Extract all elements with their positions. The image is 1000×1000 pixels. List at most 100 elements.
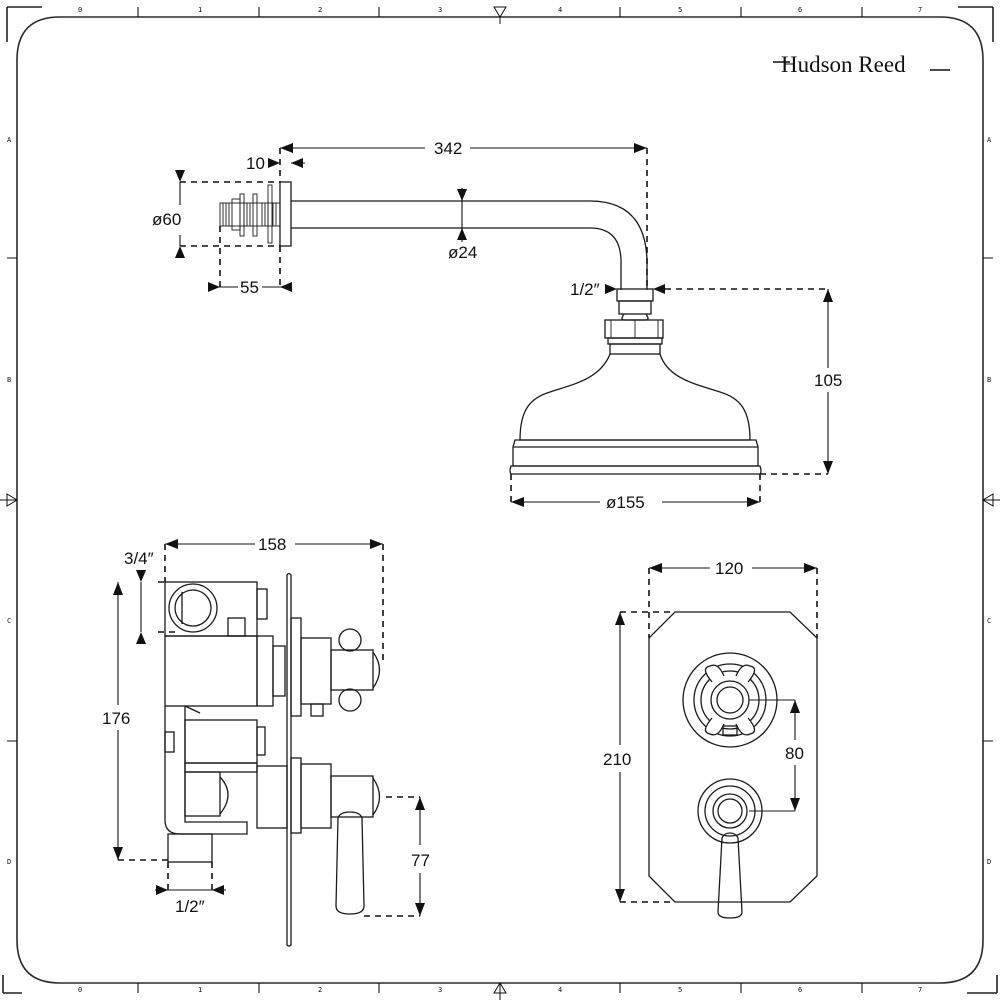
logo-text: Hudson Reed [781,52,906,77]
hex-nut-faces [610,320,659,338]
upper-handle-sleeve [300,637,332,705]
nut-base [607,337,663,345]
row-labels-right: A B C D [987,136,992,866]
col-label: 7 [918,6,922,14]
lever-front [717,832,743,919]
plate-boss-upper [290,617,302,717]
dim-valve-depth: 158 [258,535,286,554]
inlet-collar [618,300,652,315]
cross-handle-indicator [722,725,738,736]
cross-handle-knob [338,628,362,652]
cross-handle-knob [338,688,362,712]
inlet-nipple [616,288,654,302]
dim-head-diameter: ø155 [606,493,645,512]
cross-handle-hub-inner [716,686,744,714]
backplate [267,184,273,244]
dimension-lines [113,143,833,917]
col-label: 2 [318,6,322,14]
center-mark-left [0,493,18,507]
lever-handle [335,811,365,915]
col-label: 2 [318,986,322,994]
lower-tab [164,731,175,753]
face-plate [509,465,762,475]
lower-divider [184,762,258,773]
dim-flange-diameter: ø60 [152,210,181,229]
head-ring [512,439,759,467]
body-spindle [272,645,286,697]
dim-wall-depth: 55 [240,278,259,297]
lower-block [184,719,258,764]
column-labels-top: 0 1 2 3 4 5 6 7 [78,6,922,14]
hudson-reed-logo: Hudson Reed [773,52,950,77]
dim-arm-length: 342 [434,139,462,158]
lower-plug [256,726,266,756]
column-labels-bottom: 0 1 2 3 4 5 6 7 [78,986,922,994]
dome [519,353,751,441]
dim-head-height: 105 [814,371,842,390]
row-label: D [987,858,991,866]
dim-head-inlet: 1/2″ [570,280,600,299]
upper-plug [256,588,268,620]
upper-handle-pin [310,703,324,717]
dim-plate-height: 210 [603,750,631,769]
arm-outer [291,200,648,290]
col-label: 6 [798,6,802,14]
row-label: A [7,136,12,144]
wall-flange [279,181,292,247]
main-body [164,635,258,707]
row-label: B [7,376,11,384]
row-label: C [987,617,991,625]
hex-nut [604,319,664,339]
grid-ticks-top [7,7,993,993]
diverter-body [184,771,221,817]
dim-arm-diameter: ø24 [448,243,477,262]
col-label: 7 [918,986,922,994]
outlet-ring-inner [174,589,212,627]
center-mark-right [982,493,1000,507]
col-label: 5 [678,6,682,14]
washer [252,193,258,237]
col-label: 4 [558,986,562,994]
cross-handle-arms [704,664,756,736]
diverter-cap [219,776,229,815]
faceplate [648,611,818,903]
dimension-labels: 342 10 ø60 ø24 55 1/2″ 105 ø155 158 3/4″… [102,139,842,916]
shower-arm-drawing [219,181,648,290]
col-label: 1 [198,986,202,994]
wall-plate [286,572,292,947]
col-label: 5 [678,986,682,994]
dim-outlet-bottom: 1/2″ [175,897,205,916]
dim-plate-width: 120 [715,559,743,578]
row-label: C [7,617,11,625]
corner-mark-top-right [958,6,994,42]
lower-handle-sleeve [300,763,332,829]
nut [231,198,241,231]
swivel-neck [621,313,649,321]
lever-hub-inner [717,798,743,824]
upper-handle-cap [372,651,381,689]
dim-lever-drop: 77 [411,851,430,870]
border [16,16,984,984]
dim-flange-thickness: 10 [246,154,265,173]
col-label: 4 [558,6,562,14]
lever-hub-outer [712,793,748,829]
washer [239,193,245,237]
row-label: B [987,376,991,384]
col-label: 3 [438,6,442,14]
lower-body-shell [164,706,248,835]
body-collar [256,635,274,707]
center-lines [749,699,795,812]
corner-mark-top-left [6,6,42,42]
drawing-frame [0,6,1000,1000]
lower-collar [256,765,288,829]
row-label: A [987,136,992,144]
col-label: 3 [438,986,442,994]
lever-cap [372,777,381,816]
center-mark-bottom [493,982,507,1000]
arm-inner [291,227,622,290]
row-label: D [7,858,11,866]
col-label: 0 [78,986,82,994]
lever-hub [330,775,374,818]
plate-boss-lower [290,757,302,834]
upper-tab [227,617,246,637]
